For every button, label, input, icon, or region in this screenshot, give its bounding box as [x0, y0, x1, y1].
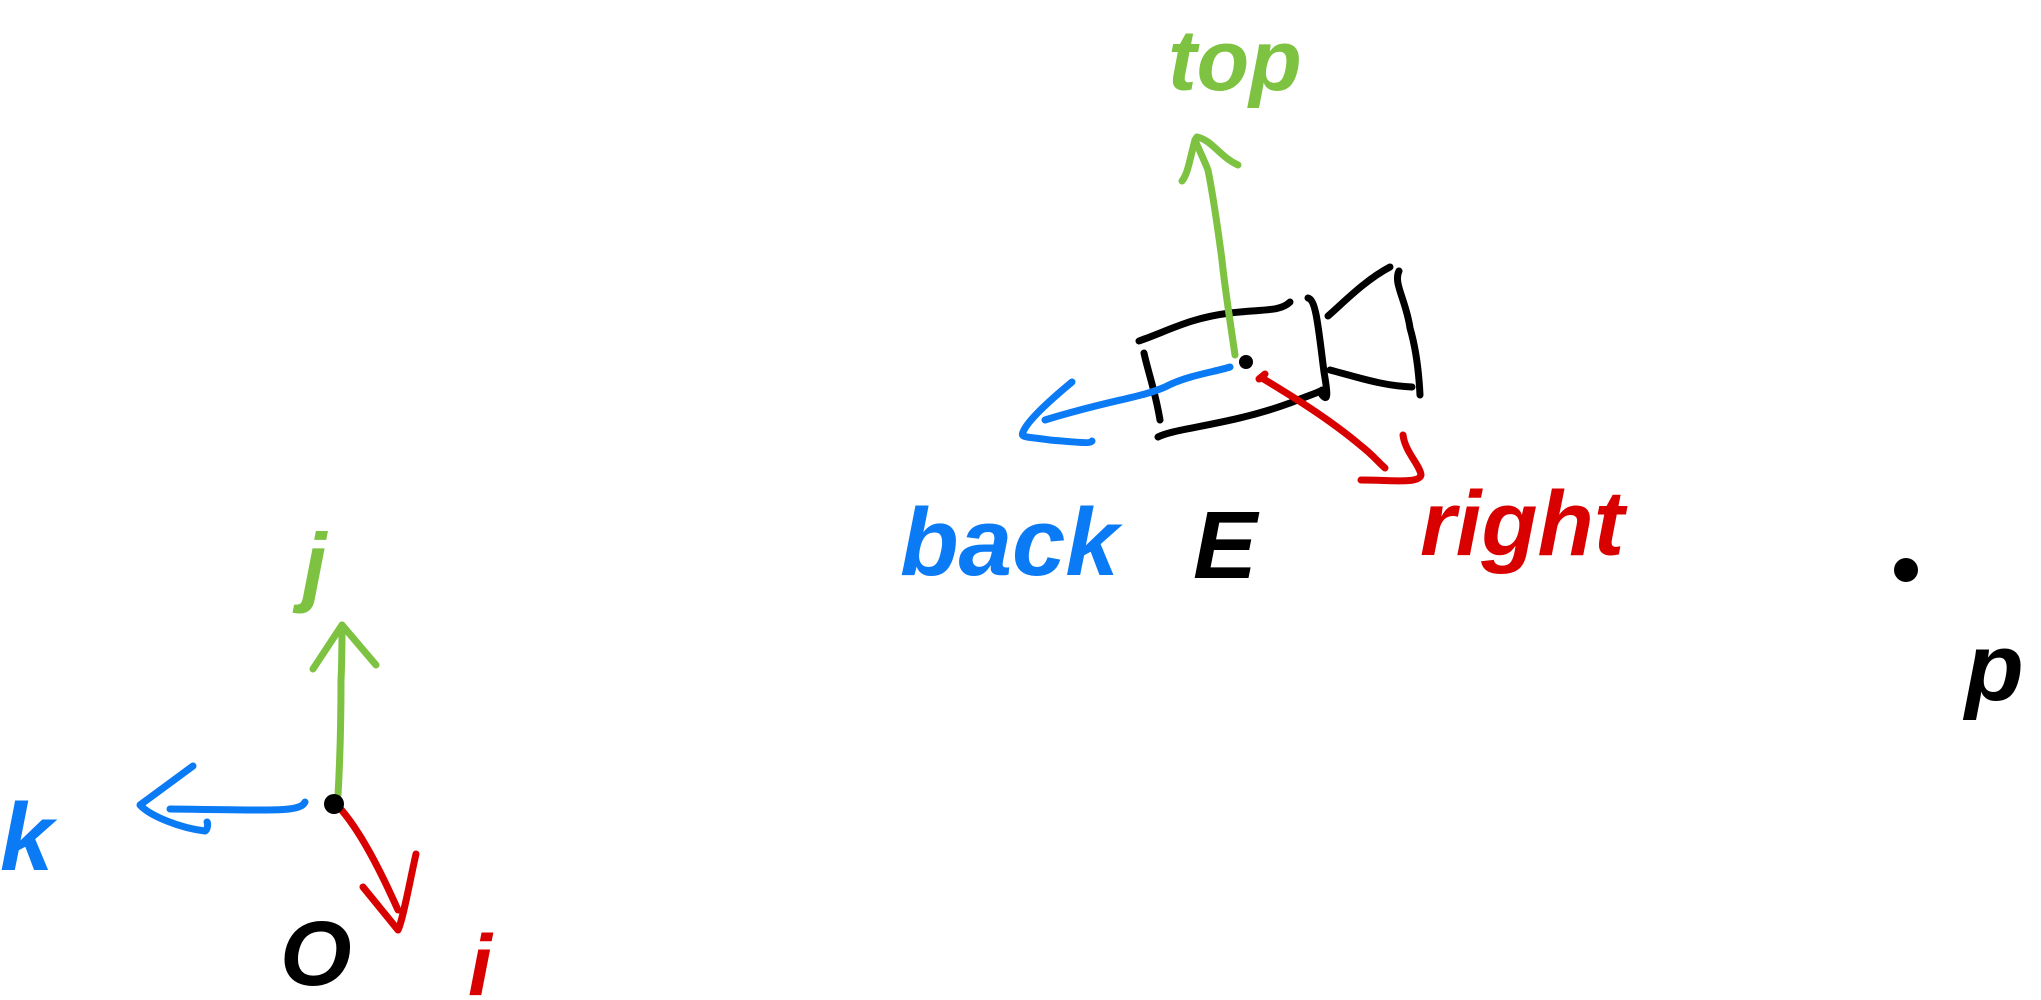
camera-top-arrowhead — [1178, 133, 1242, 185]
j-axis-label: j — [292, 515, 328, 614]
camera-eye-dot — [1239, 355, 1253, 369]
camera-back-arrowhead — [1018, 378, 1096, 447]
world-j-arrowhead — [309, 621, 380, 673]
world-j-axis — [334, 621, 346, 799]
camera-right-label: right — [1420, 473, 1628, 575]
camera-right-arrowhead — [1357, 431, 1425, 485]
camera-top-label: top — [1168, 13, 1302, 109]
i-axis-label: i — [468, 918, 494, 1000]
camera-icon — [1135, 263, 1424, 441]
point-p-label: p — [1962, 614, 2024, 721]
camera-top-axis — [1191, 136, 1239, 359]
camera-frame: top back E right — [900, 13, 1628, 599]
camera-back-label: back — [900, 489, 1123, 596]
origin-label: O — [280, 903, 352, 1000]
world-i-arrowhead — [359, 850, 420, 934]
camera-right-axis — [1258, 374, 1389, 472]
world-k-arrowhead — [136, 762, 212, 835]
world-i-axis — [334, 802, 402, 914]
eye-label: E — [1193, 492, 1260, 599]
camera-back-axis — [1041, 363, 1234, 424]
point-p-dot — [1894, 558, 1918, 582]
camera-right-arrowhead-tick — [1255, 370, 1269, 383]
world-origin-dot — [324, 794, 344, 814]
world-k-axis — [166, 798, 309, 814]
world-frame: O j i k — [0, 515, 494, 1000]
point-p: p — [1894, 558, 2024, 721]
k-axis-label: k — [0, 784, 58, 891]
